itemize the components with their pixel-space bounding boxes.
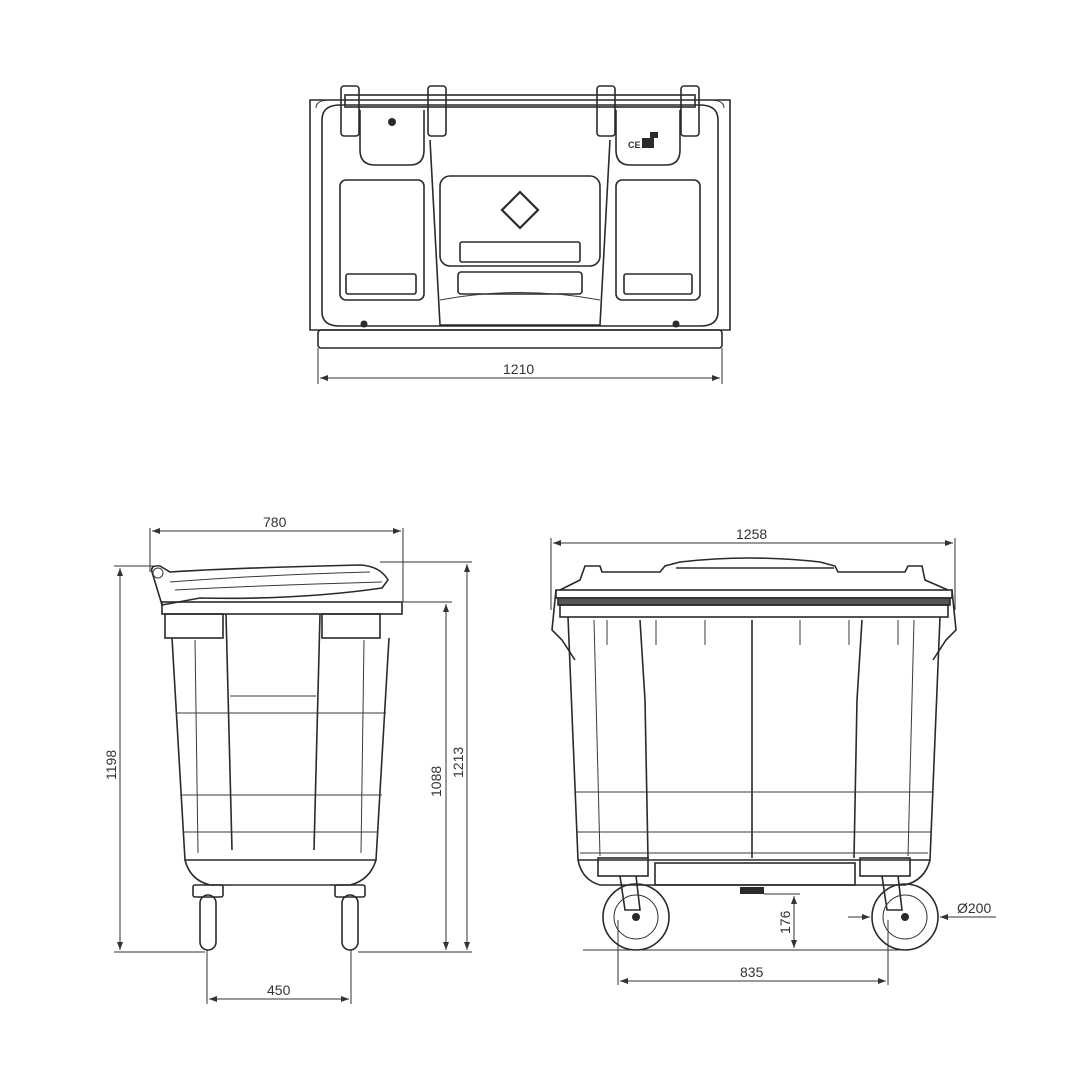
dim-front-wheelbase: 835 bbox=[740, 964, 764, 980]
top-view: CE 1210 bbox=[309, 85, 731, 384]
svg-text:CE: CE bbox=[628, 140, 641, 150]
dim-front-clearance: 176 bbox=[777, 910, 793, 934]
front-view: 1258 176 835 Ø200 bbox=[550, 526, 996, 985]
dim-front-width: 1258 bbox=[736, 526, 767, 542]
ce-mark-icon: CE bbox=[628, 132, 658, 150]
dim-side-height-1198: 1198 bbox=[103, 750, 119, 780]
dim-side-height-1213: 1213 bbox=[450, 747, 466, 778]
dim-top-width: 1210 bbox=[503, 361, 534, 377]
dim-front-wheel-diameter: Ø200 bbox=[957, 900, 991, 916]
dim-side-wheel-spacing: 450 bbox=[267, 982, 291, 998]
diamond-icon bbox=[500, 190, 540, 230]
side-view: 780 1198 1088 1213 450 bbox=[103, 514, 472, 1004]
dim-side-depth: 780 bbox=[263, 514, 287, 530]
dim-side-height-1088: 1088 bbox=[428, 766, 444, 797]
lock-icon bbox=[388, 118, 396, 126]
